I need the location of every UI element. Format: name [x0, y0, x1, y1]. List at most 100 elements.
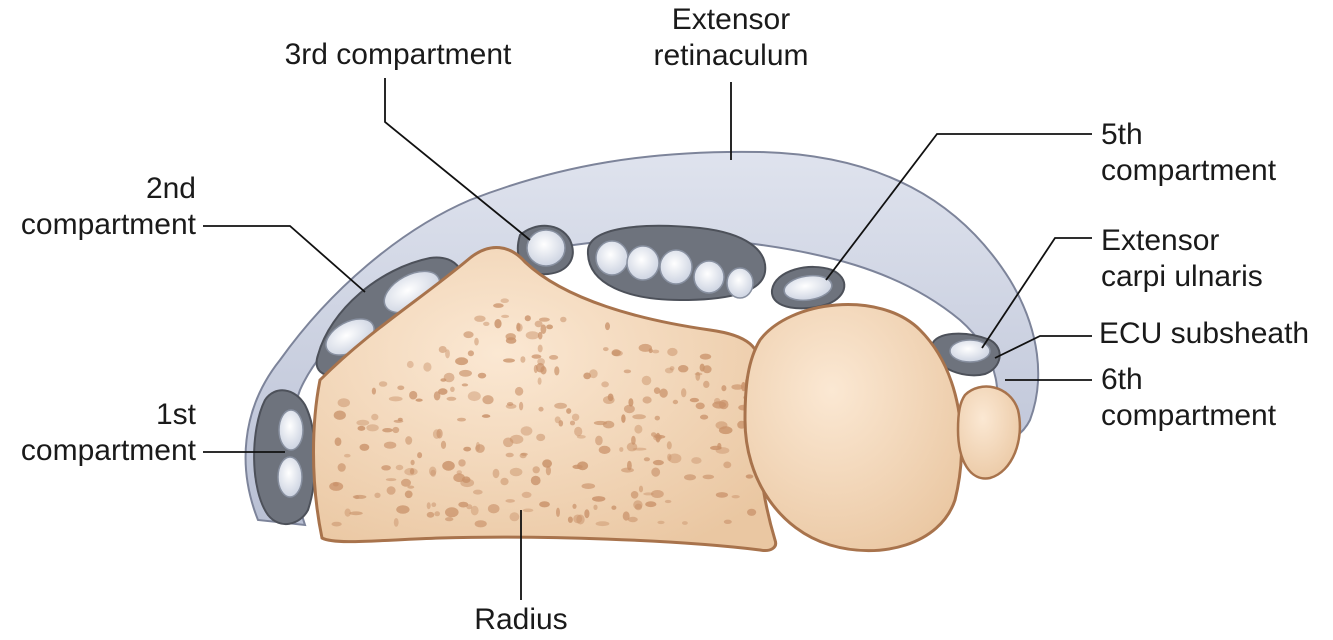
label-text: retinaculum — [653, 39, 809, 72]
fifth-compartment-sheath — [770, 265, 846, 310]
bone-pore — [654, 415, 660, 421]
bone-pore — [463, 446, 472, 452]
bone-pore — [397, 385, 405, 391]
bone-pore — [603, 396, 615, 404]
bone-pore — [474, 315, 486, 322]
bone-pore — [458, 501, 469, 508]
bone-pore — [477, 372, 487, 379]
bone-pore — [627, 516, 638, 523]
third-compartment-sheath — [517, 224, 574, 276]
bone-pore — [632, 447, 647, 451]
bone-pore — [459, 369, 472, 377]
bone-pore — [423, 362, 432, 372]
bone-pore — [331, 521, 342, 527]
bone-pore — [458, 459, 466, 467]
bone-pore — [651, 490, 664, 498]
label-extensor-carpi-ulnaris: Extensor carpi ulnaris — [1101, 223, 1321, 295]
label-text: compartment — [20, 434, 196, 467]
bone-pore — [501, 314, 510, 318]
bone-pore — [584, 509, 590, 519]
bone-pore — [694, 372, 703, 376]
bone-pore — [689, 397, 700, 403]
bone-pore — [633, 500, 643, 510]
bone-pore — [430, 469, 437, 477]
bone-pore — [592, 496, 606, 502]
bone-pore — [631, 435, 636, 445]
bone-pore — [715, 447, 730, 454]
bone-pore — [433, 391, 441, 401]
bone-pore — [539, 317, 550, 322]
label-fifth-compartment: 5th compartment — [1101, 117, 1321, 189]
bone-pore — [431, 502, 437, 508]
bone-pore — [405, 436, 413, 445]
bone-pore — [537, 344, 543, 353]
bone-pore — [534, 320, 543, 328]
bone-pore — [406, 360, 414, 369]
bone-pore — [434, 511, 441, 517]
bone-pore — [522, 508, 534, 513]
bone-pore — [506, 402, 514, 406]
bone-pore — [642, 396, 652, 404]
bone-pore — [668, 453, 682, 464]
bone-pore — [493, 303, 504, 308]
bone-pore — [383, 441, 397, 449]
bone-pore — [652, 459, 664, 466]
bone-pore — [598, 445, 611, 454]
cancellous-bone-texture — [329, 298, 758, 528]
bone-pore — [520, 356, 526, 363]
bone-pore — [538, 406, 544, 412]
sixth-compartment-sheath — [930, 332, 1001, 377]
bone-pore — [611, 505, 617, 510]
bone-pore — [460, 478, 475, 488]
bone-pore — [702, 474, 715, 480]
label-text: 6th — [1101, 363, 1143, 396]
bone-pore — [404, 490, 413, 499]
bone-pore — [378, 381, 388, 387]
bone-pore — [396, 505, 410, 514]
leader-fifth-compartment — [825, 133, 1092, 281]
bone-pore — [556, 507, 560, 517]
bone-pore — [581, 483, 596, 489]
bone-pore — [461, 383, 469, 387]
bone-pore — [443, 372, 455, 383]
label-second-compartment: 2nd compartment — [0, 171, 196, 243]
bone-pore — [652, 349, 660, 354]
bone-pore — [605, 322, 610, 331]
bone-pore — [473, 489, 483, 495]
label-third-compartment: 3rd compartment — [248, 37, 548, 73]
bone-pore — [349, 511, 363, 516]
bone-pore — [442, 460, 455, 471]
bone-pore — [357, 425, 366, 431]
label-text: compartment — [20, 208, 196, 241]
bone-pore — [417, 452, 423, 459]
bone-pore — [632, 414, 646, 420]
bone-pore — [611, 349, 621, 357]
bone-pore — [583, 372, 592, 380]
bone-pore — [721, 385, 727, 392]
bone-pore — [466, 504, 473, 510]
bone-pore — [381, 465, 391, 471]
bone-pore — [572, 503, 577, 509]
bone-pore — [334, 437, 342, 447]
bone-pore — [619, 447, 624, 452]
bone-pore — [401, 478, 411, 487]
bone-pore — [593, 504, 598, 510]
bone-pore — [731, 495, 740, 499]
bone-pore — [467, 391, 481, 402]
bone-pore — [659, 388, 668, 398]
leader-ecu-subsheath — [994, 335, 1092, 359]
bone-pore — [481, 414, 491, 418]
bone-pore — [371, 387, 376, 395]
bone-pore — [500, 298, 509, 304]
label-text: 1st — [155, 398, 196, 431]
bone-pore — [621, 467, 634, 473]
bone-pore — [525, 331, 540, 340]
bone-pore — [475, 444, 485, 453]
bone-pore — [542, 459, 552, 468]
bone-pore — [695, 402, 705, 410]
bone-pore — [667, 453, 672, 461]
bone-pore — [634, 424, 643, 434]
bone-pore — [356, 419, 370, 426]
bone-pore — [514, 386, 524, 396]
